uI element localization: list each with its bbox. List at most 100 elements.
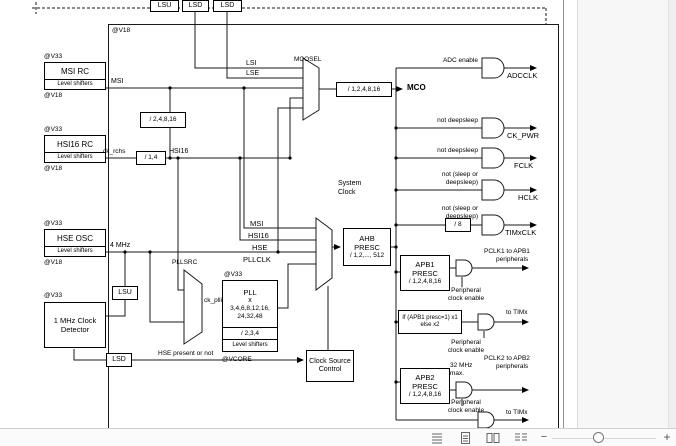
- ck-rchs-label: ck_rchs: [103, 148, 126, 155]
- scrollbar-track[interactable]: [668, 0, 676, 428]
- hse-osc-name: HSE OSC: [56, 233, 93, 243]
- system-clock-label-1: System: [338, 180, 362, 187]
- apb1-pce-1: Peripheral: [451, 287, 481, 294]
- timmul-pce-1: Peripheral: [451, 339, 481, 346]
- hse-present-label: HSE present or not: [158, 350, 214, 357]
- hse-v33-label: @V33: [44, 220, 63, 227]
- zoom-slider-handle[interactable]: [593, 432, 604, 443]
- zoom-slider-track[interactable]: [552, 438, 656, 439]
- csc-label-2: Control: [318, 366, 342, 373]
- pllsrc-mux: [183, 268, 203, 345]
- timmul-label-1: If (APB1 presc=1) x1: [402, 315, 458, 321]
- view-single-page-icon[interactable]: [458, 431, 472, 445]
- pclk2-label-1: PCLK2 to APB2: [484, 355, 530, 362]
- fclk-signal-label: FCLK: [514, 161, 534, 170]
- apb2-label-3: / 1,2,4,8,16: [408, 391, 442, 398]
- adc-enable-label: ADC enable: [442, 57, 478, 64]
- viewer-toolbar: − +: [0, 428, 676, 446]
- ahb-label-1: AHB: [359, 234, 375, 243]
- zoom-out-button[interactable]: −: [540, 431, 548, 443]
- apb1-clock-enable-label: Peripheral clock enable: [438, 287, 494, 303]
- apb1-label-2: PRESC: [412, 269, 438, 278]
- ckpwr-signal-label: CK_PWR: [507, 131, 540, 140]
- apb1-pce-2: clock enable: [447, 295, 485, 302]
- mco-prescaler-label: / 1,2,4,8,16: [347, 85, 381, 93]
- msi-divider-box: / 2,4,8,16: [140, 112, 186, 128]
- mcosel-mux: [302, 57, 320, 121]
- tim-divider-label: / 8: [454, 221, 462, 228]
- apb2-max-label-2: max.: [450, 370, 465, 377]
- msi-rc-name: MSI RC: [61, 66, 89, 76]
- viewer-gutter: [578, 0, 676, 428]
- hclk-enable-label-2: deepsleep): [445, 179, 478, 186]
- timx-enable-label-1: not (sleep or: [441, 205, 478, 212]
- pll-vcore-label: @VCORE: [222, 356, 252, 363]
- sysclk-mux: [315, 217, 333, 291]
- timer-multiplier-box: If (APB1 presc=1) x1 else x2: [398, 310, 462, 334]
- apb2-label-1: APB2: [415, 373, 435, 382]
- page-shadow-line: [577, 0, 578, 428]
- hsi-level-shifters: Level shifters: [45, 152, 105, 162]
- system-clock-label-2: Clock: [338, 189, 356, 196]
- pll-mult-1: 3,4,6,8,12,16,: [230, 304, 270, 312]
- pll-block: PLL x 3,4,6,8,12,16, 24,32,48 / 2,3,4 Le…: [222, 280, 278, 352]
- and-gate-fclk: [481, 147, 505, 169]
- apb2-to-timx-label: to TIMx: [506, 409, 528, 416]
- msi-rc-block: MSI RC Level shifters: [44, 62, 106, 90]
- hse-osc-block: HSE OSC Level shifters: [44, 229, 106, 257]
- timmul-clock-enable-label: Peripheral clock enable: [438, 339, 494, 355]
- and-gate-apb1-timx: [477, 313, 495, 331]
- mcosel-label: MCOSEL: [294, 56, 322, 63]
- top-shifter-lsu-label: LSU: [157, 2, 172, 9]
- apb1-label-3: / 1,2,4,8,16: [408, 278, 442, 285]
- sysclk-in-pllclk-label: PLLCLK: [243, 255, 271, 264]
- pll-level-shifters: Level shifters: [223, 339, 277, 351]
- detector-v33-label: @V33: [44, 292, 63, 299]
- clock-source-control-box: Clock Source Control: [306, 350, 354, 382]
- junction-dots: [123, 86, 398, 384]
- hse-level-shifters: Level shifters: [45, 246, 105, 256]
- top-shifter-lsd2-label: LSD: [220, 2, 235, 9]
- mco-signal-label: MCO: [407, 83, 426, 92]
- apb2-pce-2: clock enable: [447, 407, 485, 414]
- hsi-prescaler-box: / 1,4: [136, 151, 166, 165]
- zoom-in-button[interactable]: +: [663, 430, 671, 444]
- view-dual-continuous-icon[interactable]: [514, 431, 528, 445]
- and-gate-adcclk: [481, 57, 505, 79]
- mco-prescaler-box: / 1,2,4,8,16: [336, 82, 392, 97]
- pll-mult-2: 24,32,48: [237, 312, 263, 320]
- pll-divider: / 2,3,4: [223, 327, 277, 339]
- v18-region-label: @V18: [112, 27, 131, 34]
- apb2-label-2: PRESC: [412, 382, 438, 391]
- tim-divider-box: / 8: [445, 218, 471, 232]
- ckpwr-enable-label: not deepsleep: [437, 117, 478, 124]
- msi-v18-label: @V18: [44, 92, 63, 99]
- ck-pllin-label: ck_pllin: [204, 297, 226, 304]
- sysclk-in-hsi16-label: HSI16: [248, 231, 269, 240]
- lse-signal-label: LSE: [246, 70, 260, 77]
- timx-enable-label-2: deepsleep): [445, 213, 478, 220]
- and-gate-pclk2: [455, 381, 473, 399]
- msi-v33-label: @V33: [44, 53, 63, 60]
- view-dual-page-icon[interactable]: [486, 431, 500, 445]
- apb2-max-label-1: 32 MHz: [450, 362, 473, 369]
- page-edge: [563, 0, 564, 428]
- timmul-pce-2: clock enable: [447, 347, 485, 354]
- pll-v33-label: @V33: [224, 271, 243, 278]
- and-gate-pclk1: [455, 259, 473, 277]
- hse-v18-label: @V18: [44, 259, 63, 266]
- timmul-label-2: else x2: [420, 322, 440, 328]
- top-shifter-lsd2: LSD: [213, 0, 242, 12]
- view-continuous-icon[interactable]: [430, 431, 444, 445]
- ahb-prescaler-box: AHB PRESC / 1,2,..., 512: [343, 228, 391, 266]
- and-gate-timxclk: [481, 214, 505, 236]
- and-gate-hclk: [481, 179, 505, 201]
- lsu-shifter-box: LSU: [112, 286, 138, 300]
- pclk1-label-2: peripherals: [496, 256, 529, 263]
- pllsrc-label: PLLSRC: [172, 259, 198, 266]
- apb1-prescaler-box: APB1 PRESC / 1,2,4,8,16: [400, 255, 450, 291]
- hsi-prescaler-label: / 1,4: [144, 154, 158, 161]
- msi-divider-label: / 2,4,8,16: [149, 116, 177, 123]
- hse-signal-label: 4 MHz: [110, 242, 131, 249]
